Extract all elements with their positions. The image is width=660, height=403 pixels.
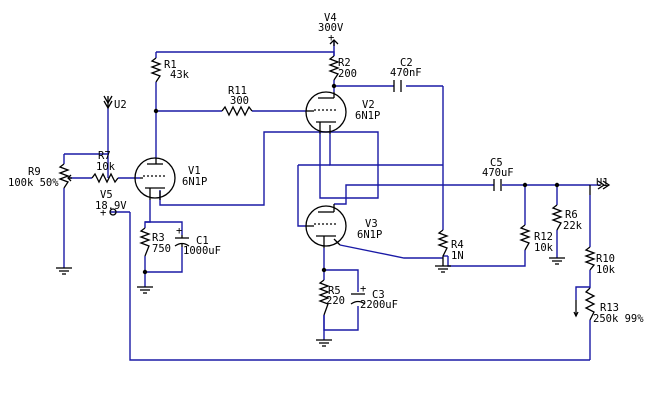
r4-name: R4 [451, 239, 464, 251]
r11-value: 300 [230, 95, 249, 107]
ground-icon-v1 [137, 286, 153, 294]
c3-value: 2200uF [360, 299, 398, 311]
v1-name: V1 [188, 165, 201, 177]
r10-resistor [584, 246, 596, 271]
ground-icon-r4 [435, 265, 451, 273]
v4-value: 300V [318, 22, 344, 34]
c2-value: 470nF [390, 67, 422, 79]
r1-resistor [150, 57, 162, 83]
r9-name: R9 [28, 166, 41, 178]
ground-icon-v3 [316, 339, 332, 347]
c3-name: C3 [372, 289, 385, 301]
v1-tube [134, 157, 176, 200]
r5-resistor [318, 279, 330, 316]
v1-value: 6N1P [182, 176, 207, 188]
v2-value: 6N1P [355, 110, 380, 122]
u2-name: U2 [114, 99, 127, 111]
r1-name: R1 [164, 59, 177, 71]
r3-name: R3 [152, 232, 165, 244]
v5-plus: + [100, 207, 106, 219]
r13-value: 250k 99% [593, 313, 644, 325]
r12-resistor [519, 224, 531, 251]
c3-plus: + [360, 283, 366, 295]
v4-name: V4 [324, 12, 337, 24]
c5-capacitor [493, 179, 502, 191]
r9-potentiometer [58, 163, 72, 189]
r5-name: R5 [328, 285, 341, 297]
junction-dots [142, 83, 560, 275]
v4-plus: + [328, 32, 334, 44]
r1-value: 43k [170, 69, 190, 81]
c2-name: C2 [400, 57, 413, 69]
c1-name: C1 [196, 235, 209, 247]
r4-value: 1N [451, 250, 464, 262]
r5-value: 220 [326, 295, 345, 307]
r9-value: 100k 50% [8, 177, 59, 189]
c5-name: C5 [490, 157, 503, 169]
u2-probe [103, 95, 113, 110]
v5-source [109, 208, 117, 216]
v2-name: V2 [362, 99, 375, 111]
ground-symbols [56, 257, 565, 347]
u1-name: U1 [596, 177, 609, 189]
v3-name: V3 [365, 218, 378, 230]
c1-capacitor [174, 235, 190, 247]
r7-name: R7 [98, 150, 111, 162]
wires [63, 40, 600, 361]
r4-resistor [437, 229, 449, 266]
c2-capacitor [393, 80, 402, 92]
r6-value: 22k [563, 220, 583, 232]
r10-name: R10 [596, 253, 615, 265]
r3-value: 750 [152, 243, 171, 255]
u1-probe [589, 180, 611, 195]
c1-plus: + [176, 225, 182, 237]
r13-potentiometer [573, 287, 596, 321]
labels: V4 300V + R1 43k R2 200 C2 470nF R11 300… [8, 12, 644, 325]
r11-resistor [221, 105, 253, 117]
v4-source [329, 39, 339, 46]
ground-icon-r9 [56, 267, 72, 275]
v3-value: 6N1P [357, 229, 382, 241]
v2-tube [305, 91, 347, 134]
v3-tube [305, 204, 347, 248]
r10-value: 10k [596, 264, 616, 276]
r2-resistor [328, 55, 340, 81]
r12-value: 10k [534, 242, 554, 254]
c5-value: 470uF [482, 167, 514, 179]
ground-icon-r6 [549, 257, 565, 265]
r6-name: R6 [565, 209, 578, 221]
r13-name: R13 [600, 302, 619, 314]
r7-value: 10k [96, 161, 116, 173]
v5-value: 18.9V [95, 200, 127, 212]
r2-name: R2 [338, 57, 351, 69]
c1-value: 1000uF [183, 245, 221, 257]
r2-value: 200 [338, 68, 357, 80]
r7-resistor [91, 172, 119, 184]
r3-resistor [139, 227, 151, 257]
c3-capacitor [350, 293, 366, 305]
v5-name: V5 [100, 189, 113, 201]
r11-name: R11 [228, 85, 247, 97]
r6-resistor [551, 204, 563, 231]
r12-name: R12 [534, 231, 553, 243]
